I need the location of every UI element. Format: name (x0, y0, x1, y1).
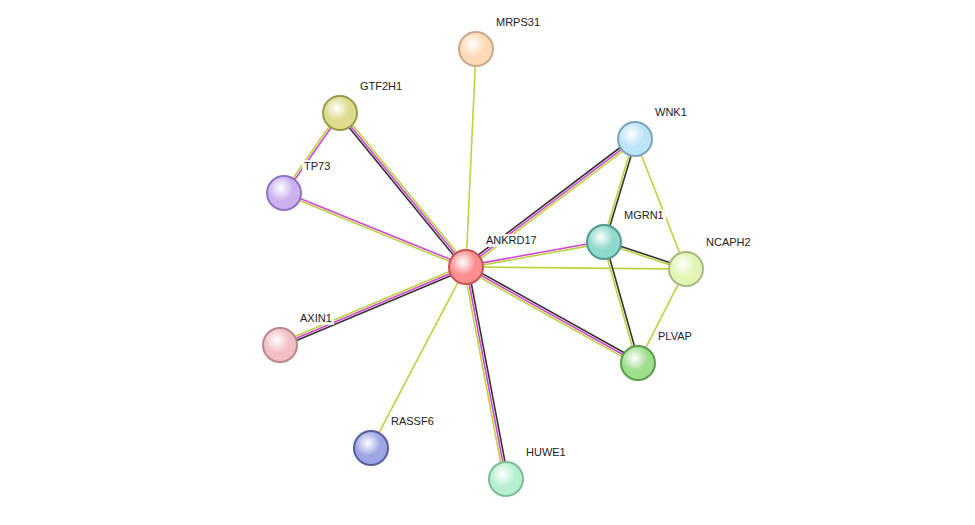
evidence-strand (295, 272, 450, 337)
interaction-edge (299, 198, 450, 261)
protein-label: PLVAP (656, 330, 694, 343)
evidence-strand (482, 273, 624, 352)
protein-node: TP73 (266, 175, 302, 211)
protein-node: AXIN1 (262, 327, 298, 363)
interaction-edge (467, 283, 505, 462)
protein-label: MGRN1 (622, 209, 666, 222)
protein-label: MRPS31 (494, 16, 542, 29)
evidence-strand (610, 258, 635, 346)
evidence-strand (469, 284, 503, 463)
evidence-strand (480, 277, 622, 356)
protein-label: GTF2H1 (358, 80, 404, 93)
interaction-edge (467, 66, 475, 250)
evidence-strand (481, 275, 623, 354)
interaction-edge (379, 282, 458, 433)
evidence-strand (351, 126, 455, 254)
protein-label: TP73 (302, 160, 332, 173)
interaction-edge (480, 273, 624, 356)
evidence-strand (471, 283, 505, 462)
interaction-edge (620, 246, 670, 264)
protein-node: PLVAP (620, 345, 656, 381)
protein-node: MRPS31 (458, 31, 494, 67)
protein-label: NCAPH2 (704, 236, 753, 249)
protein-node: WNK1 (617, 121, 653, 157)
evidence-strand (620, 248, 670, 264)
interaction-edge (483, 244, 588, 265)
protein-label: ANKRD17 (484, 234, 539, 247)
interaction-edge (608, 258, 635, 347)
evidence-strand (620, 246, 670, 262)
protein-node: ANKRD17 (448, 249, 484, 285)
evidence-strand (300, 198, 451, 259)
evidence-strand (467, 66, 475, 250)
evidence-strand (483, 246, 588, 265)
protein-node: GTF2H1 (322, 95, 358, 131)
evidence-strand (299, 200, 450, 261)
evidence-strand (467, 284, 501, 463)
evidence-strand (349, 128, 453, 256)
interaction-edge (483, 267, 669, 269)
evidence-strand (296, 274, 451, 339)
interaction-edge (295, 272, 451, 341)
protein-label: HUWE1 (524, 446, 568, 459)
protein-node: HUWE1 (488, 461, 524, 497)
interaction-edge (349, 125, 457, 255)
evidence-strand (483, 267, 669, 269)
evidence-strand (641, 155, 680, 253)
evidence-strand (297, 276, 452, 341)
evidence-strand (608, 259, 633, 347)
interaction-edge (641, 155, 680, 253)
evidence-strand (352, 125, 456, 253)
protein-label: RASSF6 (389, 415, 436, 428)
evidence-strand (379, 282, 458, 433)
protein-node: NCAPH2 (668, 251, 704, 287)
protein-label: WNK1 (653, 106, 689, 119)
protein-node: MGRN1 (586, 224, 622, 260)
protein-node: RASSF6 (353, 430, 389, 466)
protein-label: AXIN1 (298, 312, 334, 325)
